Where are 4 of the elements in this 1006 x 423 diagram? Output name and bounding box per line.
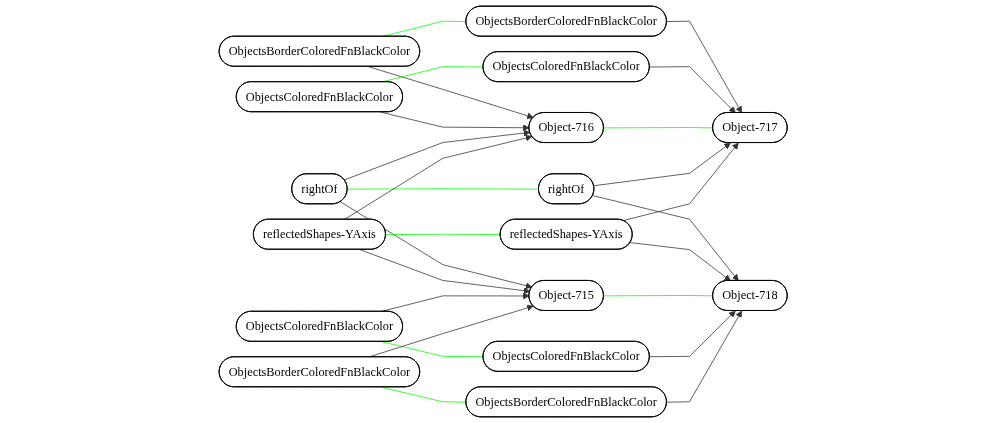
connector bbox=[380, 386, 467, 403]
connector bbox=[385, 233, 501, 235]
connector bbox=[603, 127, 714, 129]
connector bbox=[603, 295, 714, 297]
